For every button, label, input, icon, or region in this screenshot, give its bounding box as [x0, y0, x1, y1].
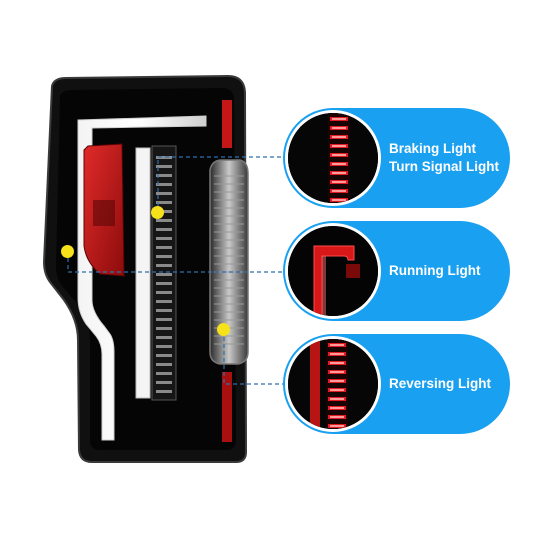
led-segment — [156, 174, 172, 177]
led-segment — [156, 219, 172, 222]
leader-line-3 — [223, 330, 292, 385]
led-segment — [156, 255, 172, 258]
led-segment — [156, 327, 172, 330]
led-highlight — [330, 407, 344, 409]
led-highlight — [330, 389, 344, 391]
callout-label: Running Light — [389, 221, 502, 321]
running-light-guide — [77, 115, 207, 441]
led-segment — [156, 345, 172, 348]
led-segment — [156, 183, 172, 186]
led-highlight — [330, 371, 344, 373]
led-highlight — [332, 172, 346, 174]
led-segment — [156, 300, 172, 303]
callout-braking-turn-signal: Braking Light Turn Signal Light — [283, 108, 510, 208]
led-segment — [156, 273, 172, 276]
detail-image-reversing — [285, 336, 381, 432]
led-segment — [156, 363, 172, 366]
callout-reversing: Reversing Light — [283, 334, 510, 434]
led-segment — [156, 291, 172, 294]
marker-reversing — [217, 323, 230, 336]
led-segment — [156, 282, 172, 285]
led-segment — [156, 372, 172, 375]
led-segment — [156, 210, 172, 213]
led-highlight — [330, 398, 344, 400]
led-segment — [156, 381, 172, 384]
led-segment — [156, 354, 172, 357]
callout-line: Turn Signal Light — [389, 159, 499, 174]
leader-line-2 — [67, 251, 292, 273]
braking-led-detail — [288, 113, 378, 203]
led-segment — [156, 264, 172, 267]
marker-braking — [151, 206, 164, 219]
led-segment — [156, 246, 172, 249]
detail-image-running — [285, 223, 381, 319]
led-segment — [156, 309, 172, 312]
led-highlight — [330, 416, 344, 418]
light-bar-white — [135, 147, 151, 399]
led-segment — [156, 192, 172, 195]
led-segment — [156, 156, 172, 159]
led-segment — [156, 336, 172, 339]
led-highlight — [332, 190, 346, 192]
led-highlight — [330, 380, 344, 382]
led-segment — [156, 228, 172, 231]
led-array — [156, 156, 172, 393]
callout-line: Running Light — [389, 263, 481, 278]
red-strip-top — [222, 100, 232, 148]
red-strip-bottom — [222, 372, 232, 442]
callout-label: Reversing Light — [389, 334, 502, 434]
led-highlight — [332, 181, 346, 183]
led-highlight — [330, 344, 344, 346]
led-highlight — [332, 127, 346, 129]
led-highlight — [330, 425, 344, 427]
leader-line-1 — [157, 156, 292, 213]
reversing-led-detail — [288, 339, 378, 429]
led-segment — [156, 318, 172, 321]
callout-line: Reversing Light — [389, 376, 492, 391]
led-highlight — [330, 362, 344, 364]
led-segment — [156, 201, 172, 204]
callout-label: Braking Light Turn Signal Light — [389, 108, 502, 208]
led-highlight — [332, 118, 346, 120]
running-light-detail — [288, 226, 378, 316]
led-highlight — [332, 145, 346, 147]
reverse-lens — [209, 159, 249, 365]
marker-running — [61, 245, 74, 258]
led-highlight — [330, 353, 344, 355]
led-highlight — [332, 154, 346, 156]
callout-running: Running Light — [283, 221, 510, 321]
callout-line: Braking Light — [389, 141, 476, 156]
led-highlight — [332, 136, 346, 138]
led-highlight — [332, 163, 346, 165]
led-segment — [156, 390, 172, 393]
led-segment — [156, 237, 172, 240]
led-highlight — [332, 199, 346, 201]
led-segment — [156, 165, 172, 168]
detail-image-braking — [285, 110, 381, 206]
